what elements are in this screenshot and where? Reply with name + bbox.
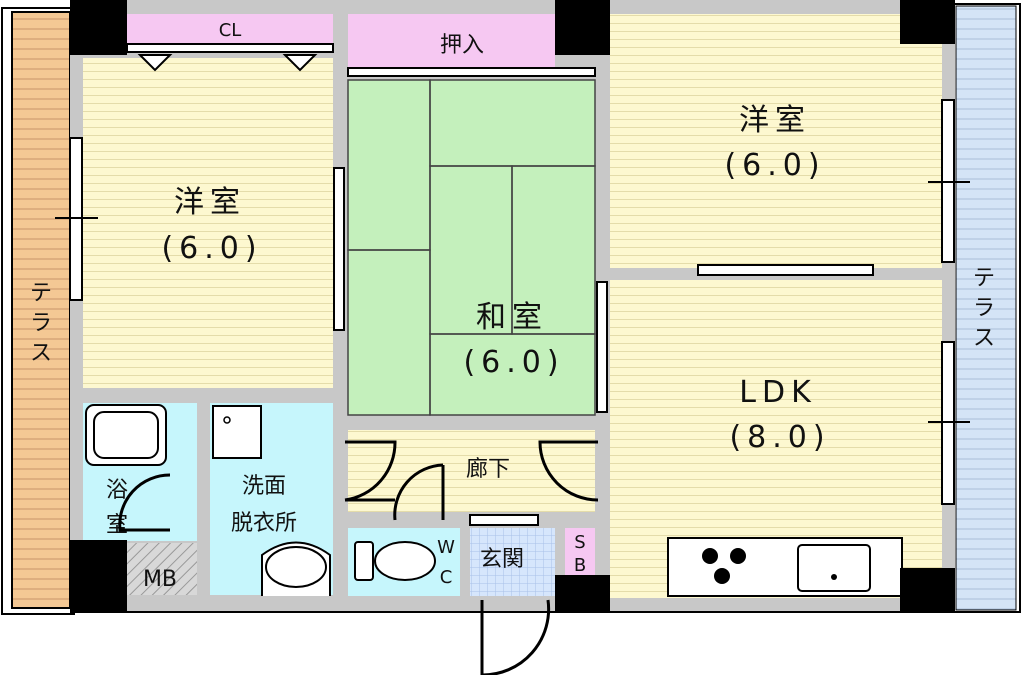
room-label: 和室 <box>476 300 548 335</box>
toilet-icon <box>354 541 374 581</box>
window-left <box>55 137 98 301</box>
closet-oshiire: 押入 <box>347 14 596 77</box>
room-label: B <box>574 555 586 576</box>
room-label: 洋室 <box>739 103 811 138</box>
room-label: テ <box>973 266 995 291</box>
entrance: 玄関 <box>469 514 555 675</box>
meter-box: MB <box>127 543 197 595</box>
room-label: 押入 <box>440 33 484 58</box>
room-label: (6.0) <box>724 148 825 183</box>
pillars <box>70 0 955 612</box>
room-bath: 浴 室 <box>83 403 197 541</box>
sink-icon <box>797 544 871 592</box>
room-label: C <box>440 567 453 588</box>
room-label: (6.0) <box>463 345 564 380</box>
front-door[interactable] <box>480 599 551 675</box>
terrace-left: テ ラ ス <box>1 7 75 615</box>
windows-right <box>928 99 970 505</box>
hallway: 廊下 <box>344 430 599 521</box>
room-western-left: 洋室 (6.0) <box>83 58 333 388</box>
room-label: (8.0) <box>729 420 830 455</box>
room-japanese: 和室 (6.0) <box>347 79 596 416</box>
room-label: ス <box>973 326 995 351</box>
room-label: S <box>574 532 585 553</box>
room-label: 玄関 <box>480 547 524 572</box>
room-label: 洋室 <box>174 185 246 220</box>
room-label: 浴 <box>106 478 128 503</box>
room-label: ラ <box>973 296 995 321</box>
room-label: テ <box>30 281 52 306</box>
washing-machine-icon <box>212 405 262 459</box>
sliding-doors-japanese <box>333 167 608 413</box>
shoe-box: S B <box>565 528 595 576</box>
terrace-right: テ ラ ス <box>951 3 1021 613</box>
sliding-door-western-right <box>697 264 874 276</box>
room-label: CL <box>219 20 242 41</box>
room-washroom: 洗面 脱衣所 <box>210 403 333 596</box>
room-label: LDK <box>739 375 817 410</box>
room-label: 洗面 <box>242 474 286 499</box>
room-label: ラ <box>30 311 52 336</box>
room-label: W <box>437 537 455 558</box>
room-label: (6.0) <box>161 231 262 266</box>
room-western-right: 洋室 (6.0) <box>610 14 942 268</box>
kitchen-counter <box>667 537 903 597</box>
room-wc: W C <box>348 528 460 596</box>
stove-icon <box>702 548 746 584</box>
room-label: 脱衣所 <box>231 511 297 536</box>
room-label: 廊下 <box>466 457 510 482</box>
room-label: 室 <box>106 513 128 538</box>
room-label: MB <box>143 567 177 592</box>
room-label: ス <box>30 341 52 366</box>
